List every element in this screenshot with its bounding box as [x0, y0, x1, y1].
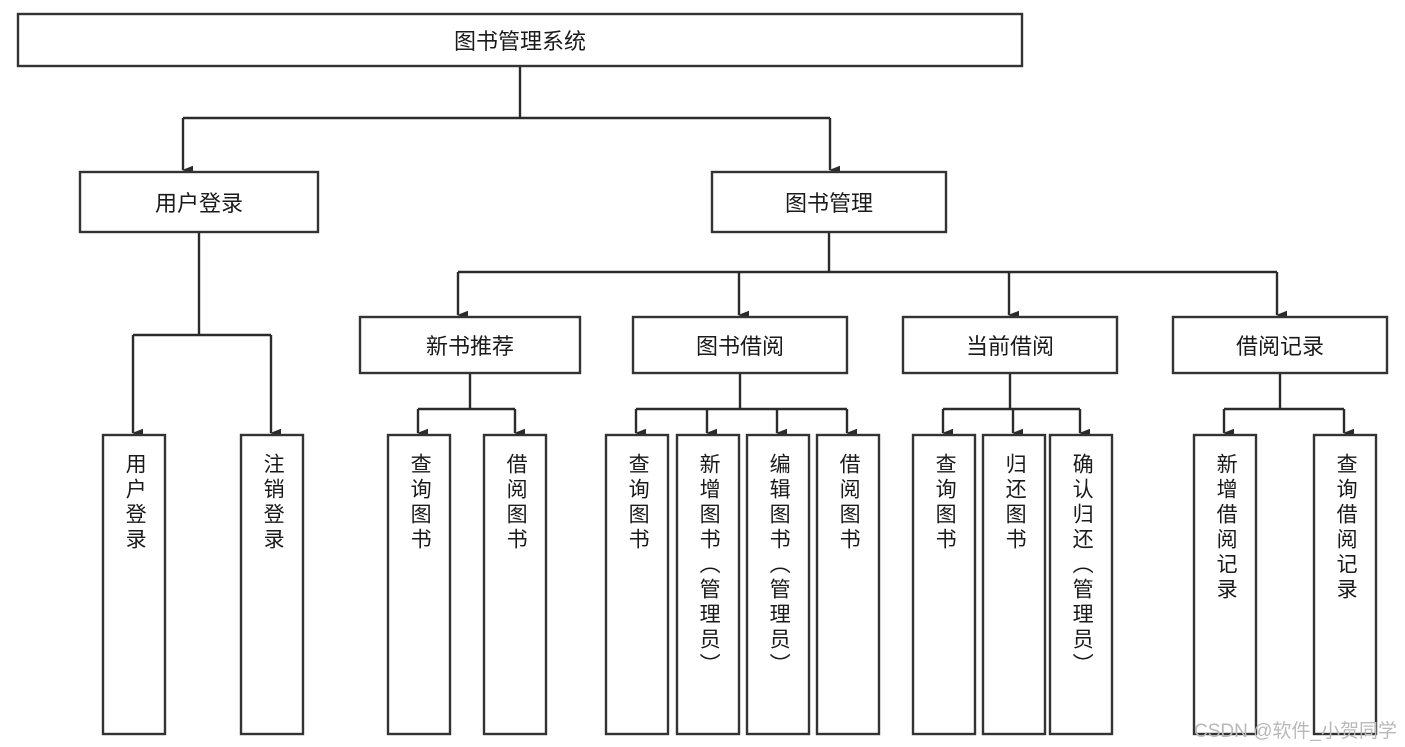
node-leaf-查询借阅记录-12[interactable]: [1312, 433, 1378, 736]
node-box[interactable]: [710, 170, 948, 234]
node-leaf-新增图书管理员-5[interactable]: [675, 433, 741, 736]
box-layer: [16, 12, 1389, 736]
node-leaf-借阅图书-3[interactable]: [482, 433, 548, 736]
node-box[interactable]: [631, 315, 849, 375]
node-box[interactable]: [911, 433, 977, 736]
node-box[interactable]: [358, 315, 582, 375]
node-leaf-新增借阅记录-11[interactable]: [1192, 433, 1258, 736]
node-box[interactable]: [981, 433, 1047, 736]
node-level2-当前借阅-2[interactable]: [901, 315, 1119, 375]
node-box[interactable]: [386, 433, 452, 736]
node-box[interactable]: [482, 433, 548, 736]
node-leaf-借阅图书-7[interactable]: [815, 433, 881, 736]
node-box[interactable]: [1048, 433, 1114, 736]
node-box[interactable]: [239, 433, 305, 736]
node-leaf-用户登录-0[interactable]: [101, 433, 167, 736]
node-box[interactable]: [16, 12, 1024, 68]
node-leaf-注销登录-1[interactable]: [239, 433, 305, 736]
node-leaf-查询图书-2[interactable]: [386, 433, 452, 736]
node-leaf-归还图书-9[interactable]: [981, 433, 1047, 736]
node-level1-图书管理-1[interactable]: [710, 170, 948, 234]
node-box[interactable]: [901, 315, 1119, 375]
node-leaf-查询图书-8[interactable]: [911, 433, 977, 736]
node-box[interactable]: [815, 433, 881, 736]
node-level2-新书推荐-0[interactable]: [358, 315, 582, 375]
node-leaf-确认归还管理员-10[interactable]: [1048, 433, 1114, 736]
node-box[interactable]: [1192, 433, 1258, 736]
node-root-图书管理系统-0[interactable]: [16, 12, 1024, 68]
node-box[interactable]: [101, 433, 167, 736]
node-leaf-查询图书-4[interactable]: [604, 433, 670, 736]
node-box[interactable]: [1171, 315, 1389, 375]
node-box[interactable]: [745, 433, 811, 736]
connector-layer: [131, 66, 1355, 438]
node-level1-用户登录-0[interactable]: [78, 170, 320, 234]
node-leaf-编辑图书管理员-6[interactable]: [745, 433, 811, 736]
node-box[interactable]: [604, 433, 670, 736]
node-box[interactable]: [675, 433, 741, 736]
node-box[interactable]: [1312, 433, 1378, 736]
node-level2-图书借阅-1[interactable]: [631, 315, 849, 375]
node-level2-借阅记录-3[interactable]: [1171, 315, 1389, 375]
node-box[interactable]: [78, 170, 320, 234]
